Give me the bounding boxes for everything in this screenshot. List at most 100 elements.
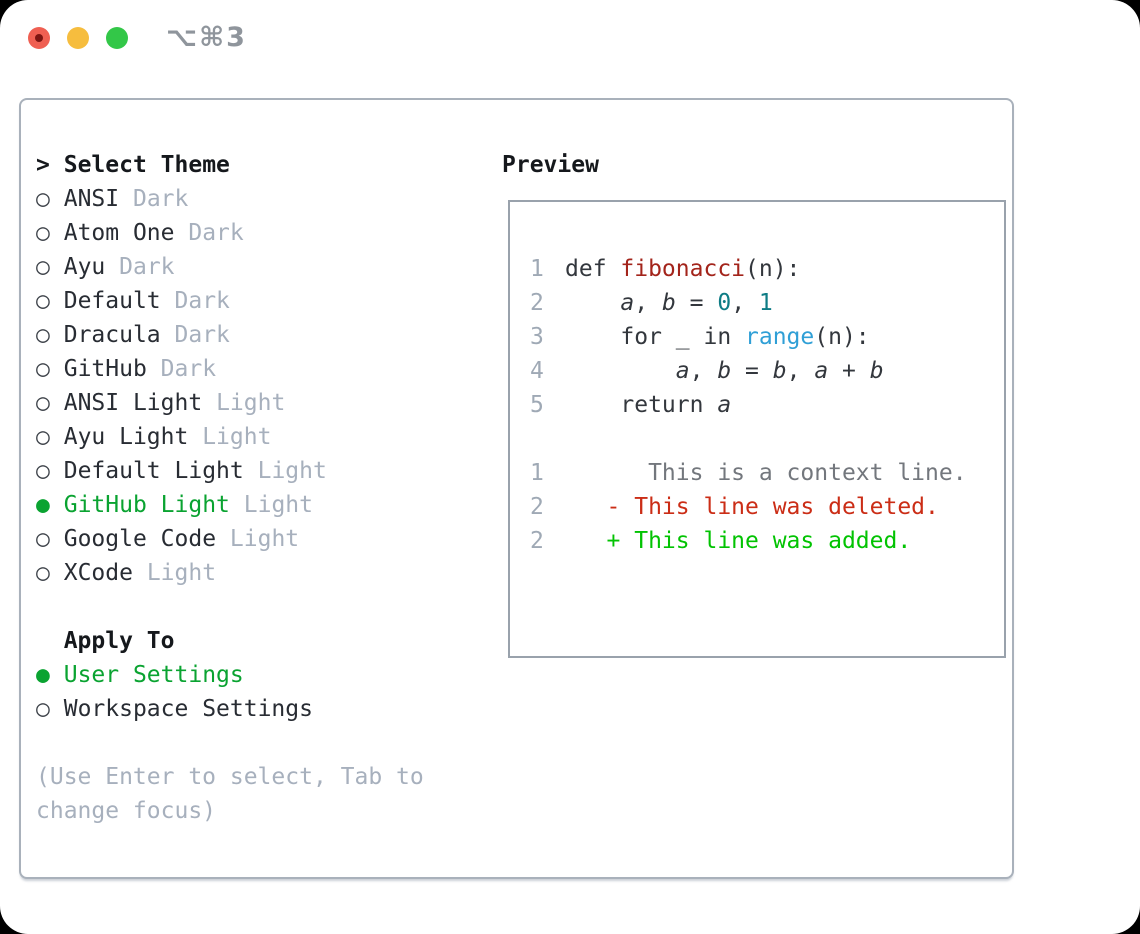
code-segment: , [634, 290, 662, 316]
theme-name: ANSI Light [63, 390, 203, 416]
radio-unselected-icon: ○ [36, 560, 50, 586]
spacer [530, 422, 1004, 456]
diff-block: 1 This is a context line.2 - This line w… [530, 456, 1004, 558]
hint-text-line2: change focus) [36, 798, 217, 824]
preview-header: Preview [502, 152, 599, 178]
apply-option[interactable]: ● User Settings [36, 658, 424, 692]
minimize-button[interactable] [67, 27, 89, 49]
theme-item[interactable]: ○ GitHub Dark [36, 352, 424, 386]
theme-item[interactable]: ○ Default Dark [36, 284, 424, 318]
code-segment: a [717, 392, 732, 418]
spacing [50, 390, 64, 416]
radio-unselected-icon: ○ [36, 458, 50, 484]
theme-name: ANSI [63, 186, 120, 212]
spacing [161, 288, 175, 314]
theme-item[interactable]: ○ Default Light Light [36, 454, 424, 488]
apply-option[interactable]: ○ Workspace Settings [36, 692, 424, 726]
line-number: 5 [530, 392, 544, 418]
theme-item[interactable]: ○ ANSI Light Light [36, 386, 424, 420]
radio-selected-icon: ● [36, 662, 50, 688]
code-segment: b [717, 358, 732, 384]
spacing [50, 254, 64, 280]
code-segment: for _ in [565, 324, 746, 350]
theme-item[interactable]: ○ XCode Light [36, 556, 424, 590]
code-line: 4 a, b = b, a + b [530, 354, 1004, 388]
radio-unselected-icon: ○ [36, 424, 50, 450]
spacing [50, 526, 64, 552]
code-segment: b [661, 290, 676, 316]
spacing [105, 254, 119, 280]
spacing [50, 492, 64, 518]
code-segment: + [828, 358, 870, 384]
spacing [216, 526, 230, 552]
code-segment: a [814, 358, 829, 384]
radio-unselected-icon: ○ [36, 186, 50, 212]
code-segment [565, 358, 676, 384]
spacing [50, 288, 64, 314]
theme-list-header: > Select Theme [36, 148, 424, 182]
code-segment: , [731, 290, 759, 316]
radio-selected-icon: ● [36, 492, 50, 518]
code-segment: (n): [745, 256, 801, 282]
theme-variant: Light [202, 424, 272, 450]
code-segment: b [869, 358, 884, 384]
spacing [50, 458, 64, 484]
spacing [175, 220, 189, 246]
line-number: 3 [530, 324, 544, 350]
theme-name: Default [63, 288, 161, 314]
theme-variant: Dark [174, 288, 230, 314]
spacing [230, 492, 244, 518]
line-number: 1 [530, 460, 544, 486]
spacing [50, 186, 64, 212]
theme-list-title: Select Theme [63, 152, 230, 178]
diff-line-context: 1 This is a context line. [530, 456, 1004, 490]
diff-text: + This line was added. [565, 528, 912, 554]
line-number: 1 [530, 256, 544, 282]
theme-variant: Light [257, 458, 327, 484]
zoom-button[interactable] [106, 27, 128, 49]
theme-item[interactable]: ○ ANSI Dark [36, 182, 424, 216]
theme-name: Ayu [63, 254, 106, 280]
theme-variant: Dark [160, 356, 217, 382]
code-segment: def [565, 256, 621, 282]
radio-unselected-icon: ○ [36, 220, 50, 246]
theme-name: Dracula [63, 322, 161, 348]
main-panel: > Select Theme ○ ANSI Dark○ Atom One Dar… [19, 98, 1014, 879]
radio-unselected-icon: ○ [36, 322, 50, 348]
theme-name: Default Light [63, 458, 244, 484]
theme-variant: Light [216, 390, 286, 416]
code-line: 2 a, b = 0, 1 [530, 286, 1004, 320]
code-segment: , [689, 358, 718, 384]
diff-line-added: 2 + This line was added. [530, 524, 1004, 558]
code-segment: = [675, 290, 718, 316]
theme-item[interactable]: ○ Ayu Light Light [36, 420, 424, 454]
theme-variant: Light [229, 526, 300, 552]
spacer [36, 590, 424, 624]
theme-variant: Dark [132, 186, 189, 212]
apply-to-header: Apply To [63, 628, 175, 654]
apply-option-label: User Settings [63, 662, 244, 688]
theme-item[interactable]: ○ Ayu Dark [36, 250, 424, 284]
theme-variant: Dark [174, 322, 230, 348]
code-segment: (n): [814, 324, 870, 350]
code-segment: , [786, 358, 815, 384]
theme-name: Ayu Light [63, 424, 189, 450]
theme-item[interactable]: ○ Atom One Dark [36, 216, 424, 250]
theme-name: GitHub [63, 356, 147, 382]
theme-name: Google Code [63, 526, 217, 552]
close-button[interactable] [28, 27, 50, 49]
radio-unselected-icon: ○ [36, 356, 50, 382]
spacing [50, 560, 64, 586]
spacing [202, 390, 216, 416]
spacing [244, 458, 258, 484]
theme-item[interactable]: ● GitHub Light Light [36, 488, 424, 522]
theme-item[interactable]: ○ Dracula Dark [36, 318, 424, 352]
theme-item[interactable]: ○ Google Code Light [36, 522, 424, 556]
code-segment: 1 [758, 290, 773, 316]
theme-name: GitHub Light [63, 492, 230, 518]
spacing [119, 186, 133, 212]
code-segment: a [620, 290, 635, 316]
diff-line-deleted: 2 - This line was deleted. [530, 490, 1004, 524]
